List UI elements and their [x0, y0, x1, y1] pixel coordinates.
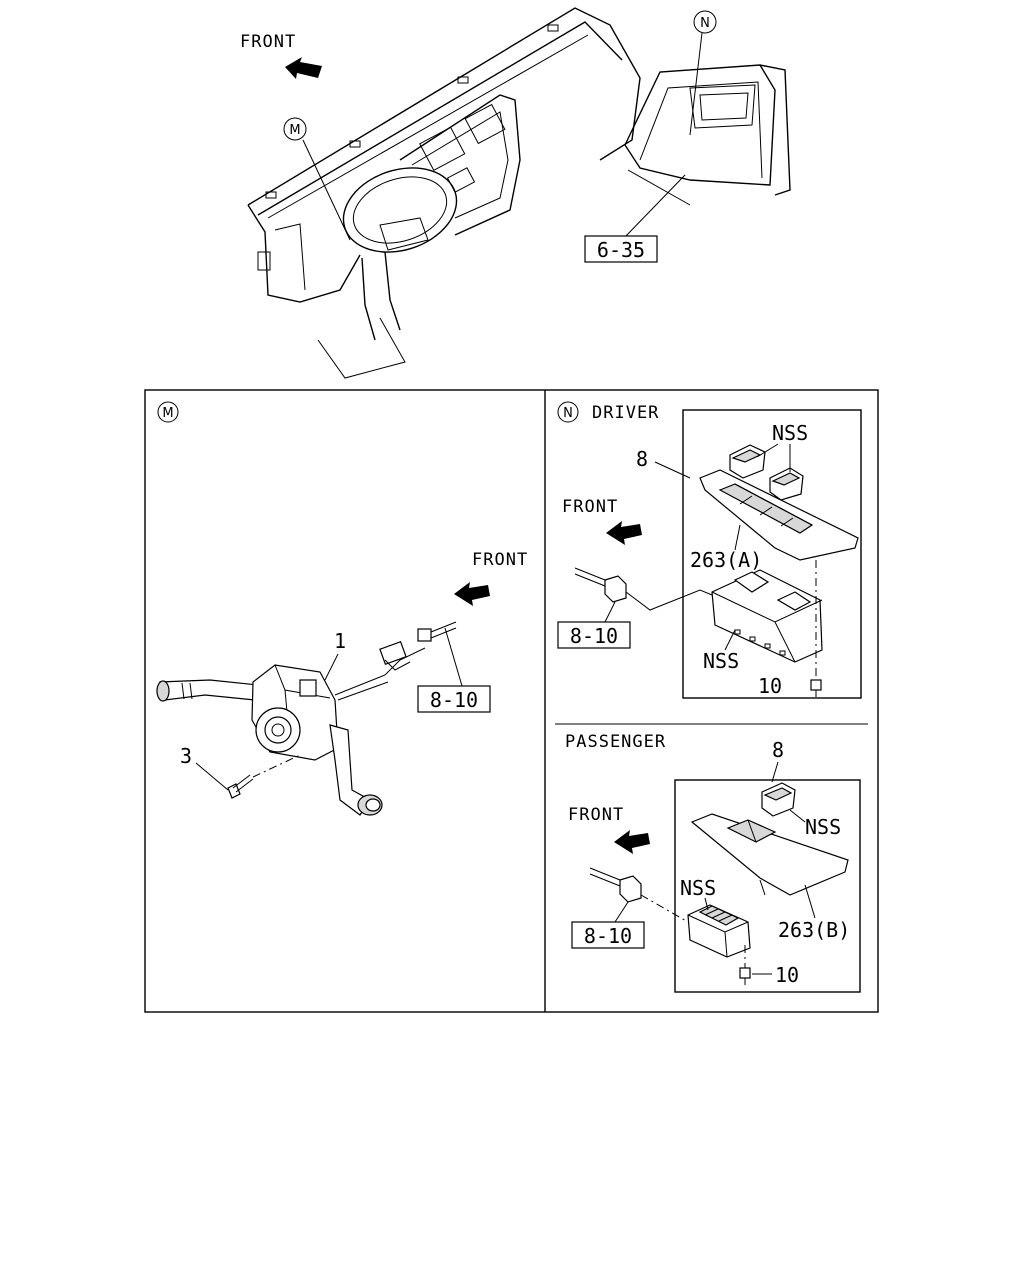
callout-m-panel: M: [157, 401, 179, 423]
svg-text:M: M: [162, 406, 173, 421]
callout-n-panel: N: [557, 401, 579, 423]
svg-text:8-10: 8-10: [430, 688, 478, 712]
nss-driver-top-label: NSS: [772, 421, 808, 445]
detail-panel-frame: [144, 389, 879, 1013]
driver-switch-block: [711, 569, 823, 663]
ref-box-8-10-m: 8-10: [417, 685, 491, 713]
part-3-label: 3: [180, 744, 192, 768]
front-label-m: FRONT: [472, 550, 528, 570]
ref-box-6-35: 6-35: [584, 235, 658, 263]
svg-text:6-35: 6-35: [597, 238, 645, 262]
front-arrow-icon: [285, 57, 322, 79]
part-1-label: 1: [334, 629, 346, 653]
front-label-driver: FRONT: [562, 497, 618, 517]
driver-heading: DRIVER: [592, 403, 659, 423]
passenger-heading: PASSENGER: [565, 732, 666, 752]
nss-passenger-top-label: NSS: [680, 876, 716, 900]
dashboard-overview: [247, 7, 791, 379]
callout-m-top: M: [283, 117, 307, 141]
part-10-passenger-label: 10: [775, 963, 799, 987]
screw-10-driver: [810, 679, 822, 697]
ref-box-8-10-driver: 8-10: [557, 621, 631, 649]
driver-bezel-263a: [699, 469, 859, 561]
ref-box-8-10-passenger: 8-10: [571, 921, 645, 949]
screw-10-passenger: [739, 967, 751, 985]
part-263a-label: 263(A): [690, 548, 762, 572]
driver-switch-knobs: [729, 444, 804, 501]
screw-3: [227, 754, 301, 799]
combination-switch: [156, 621, 457, 816]
nss-passenger-mid-label: NSS: [805, 815, 841, 839]
svg-text:N: N: [563, 406, 573, 421]
front-arrow-driver-icon: [606, 521, 642, 545]
callout-n-top: N: [693, 10, 717, 34]
part-10-driver-label: 10: [758, 674, 782, 698]
passenger-switch-knob: [761, 782, 796, 817]
passenger-bezel-263b: [690, 813, 849, 896]
passenger-parts-box: [674, 779, 861, 993]
part-8-driver-label: 8: [636, 447, 648, 471]
part-263b-label: 263(B): [778, 918, 850, 942]
svg-text:M: M: [289, 123, 300, 138]
svg-text:8-10: 8-10: [570, 624, 618, 648]
part-8-passenger-label: 8: [772, 738, 784, 762]
front-label-top: FRONT: [240, 32, 296, 52]
driver-parts-box: [682, 409, 862, 699]
passenger-switch-block: [687, 904, 751, 958]
svg-text:N: N: [700, 16, 710, 31]
front-label-passenger: FRONT: [568, 805, 624, 825]
nss-driver-bottom-label: NSS: [703, 649, 739, 673]
front-arrow-passenger-icon: [614, 830, 650, 854]
front-arrow-m-icon: [454, 582, 490, 606]
svg-text:8-10: 8-10: [584, 924, 632, 948]
